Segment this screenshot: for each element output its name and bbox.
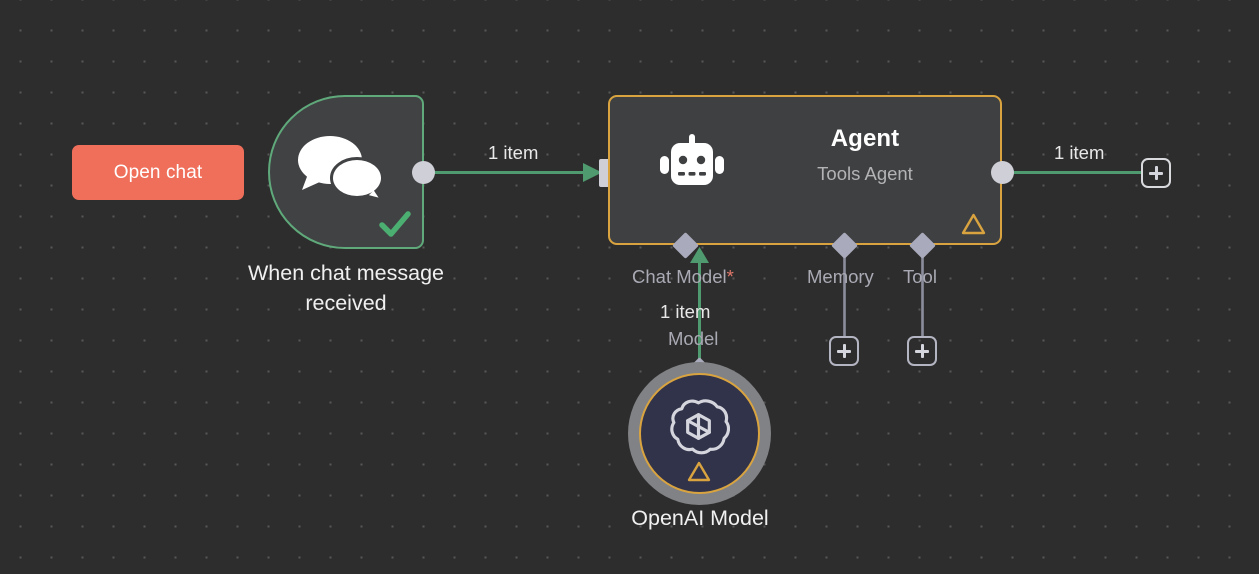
agent-subtitle: Tools Agent — [817, 163, 913, 184]
node-agent[interactable]: Agent Tools Agent — [608, 95, 1002, 245]
warning-triangle-icon — [687, 461, 711, 482]
node-openai-model[interactable] — [628, 362, 771, 505]
agent-output-connector[interactable] — [991, 161, 1014, 184]
node-when-chat-message-received[interactable] — [268, 95, 424, 249]
trigger-output-connector[interactable] — [412, 161, 435, 184]
edge-trigger-to-agent — [432, 163, 602, 182]
add-memory-button[interactable] — [829, 336, 859, 366]
node-label-openai-model: OpenAI Model — [631, 506, 769, 530]
open-chat-button-label: Open chat — [113, 161, 203, 183]
required-marker: * — [726, 266, 734, 287]
edge-label-agent-to-output: 1 item — [1054, 142, 1105, 163]
port-label-chat-model-text: Chat Model — [632, 266, 727, 287]
warning-triangle-icon — [961, 213, 986, 235]
chat-bubbles-icon — [298, 136, 386, 203]
check-icon — [379, 211, 411, 237]
node-label-trigger: When chat message received — [248, 261, 444, 315]
port-label-tool: Tool — [903, 266, 937, 287]
robot-icon — [660, 134, 724, 185]
edge-label-model-to-agent: 1 item — [660, 301, 711, 322]
agent-title: Agent — [830, 125, 900, 152]
openai-logo-icon — [670, 399, 730, 455]
edge-label-trigger-to-agent: 1 item — [488, 142, 539, 163]
port-label-chat-model: Chat Model* — [632, 266, 734, 288]
add-tool-button[interactable] — [907, 336, 937, 366]
add-node-button[interactable] — [1141, 158, 1171, 188]
open-chat-button[interactable]: Open chat — [72, 145, 244, 200]
edge-sublabel-model-to-agent: Model — [668, 328, 719, 349]
port-label-memory: Memory — [807, 266, 874, 287]
